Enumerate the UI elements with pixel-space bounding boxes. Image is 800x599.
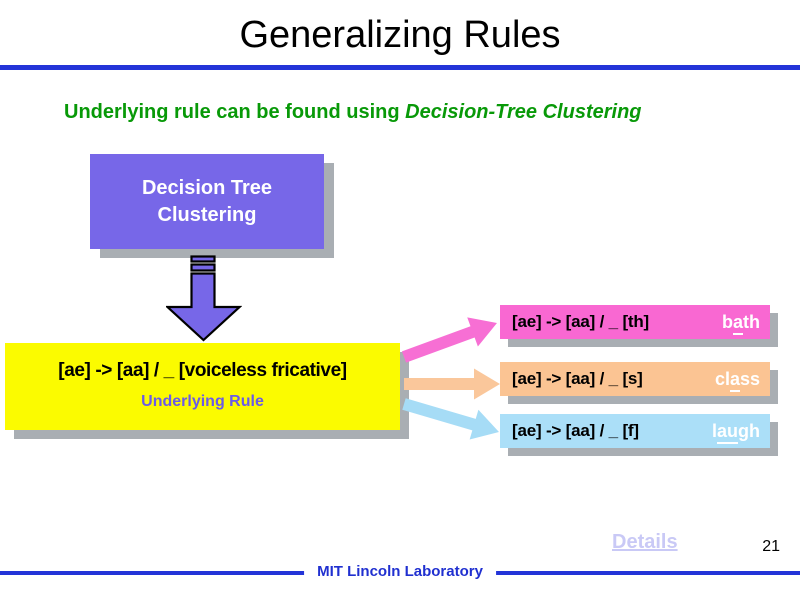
details-link[interactable]: Details xyxy=(612,531,678,553)
page-number: 21 xyxy=(762,538,780,555)
example-box-class: [ae] -> [aa] / _ [s] class xyxy=(500,362,770,396)
example-rule: [ae] -> [aa] / _ [f] xyxy=(512,421,639,440)
subtitle-emphasis: Decision-Tree Clustering xyxy=(405,101,642,123)
underlying-rule-text: [ae] -> [aa] / _ [voiceless fricative] xyxy=(58,360,347,381)
orange-arrow-icon xyxy=(404,368,500,400)
branch-arrows xyxy=(401,317,500,440)
decision-box-line2: Clustering xyxy=(157,203,257,226)
example-rule: [ae] -> [aa] / _ [s] xyxy=(512,369,643,388)
decision-box-line1: Decision Tree xyxy=(141,176,273,199)
page-title: Generalizing Rules xyxy=(239,14,561,56)
pink-arrow-icon xyxy=(401,317,497,363)
striped-down-arrow-icon xyxy=(166,255,242,342)
title-divider xyxy=(0,65,800,70)
underlined-vowel: au xyxy=(716,420,738,444)
decision-tree-box: Decision Tree Clustering xyxy=(90,154,324,249)
subtitle-text: Underlying rule can be found using xyxy=(64,101,406,123)
underlined-vowel: a xyxy=(732,311,743,335)
blue-arrow-icon xyxy=(402,398,499,440)
underlying-rule-box: [ae] -> [aa] / _ [voiceless fricative] U… xyxy=(5,343,400,430)
example-word: class xyxy=(715,368,760,392)
underlined-vowel: a xyxy=(729,368,740,392)
example-word: bath xyxy=(722,311,760,335)
example-rule: [ae] -> [aa] / _ [th] xyxy=(512,312,650,331)
subtitle: Underlying rule can be found using Decis… xyxy=(64,101,642,124)
footer-label: MIT Lincoln Laboratory xyxy=(304,563,496,580)
underlying-rule-caption: Underlying Rule xyxy=(141,393,264,410)
example-box-laugh: [ae] -> [aa] / _ [f] laugh xyxy=(500,414,770,448)
example-word: laugh xyxy=(712,420,760,444)
example-box-bath: [ae] -> [aa] / _ [th] bath xyxy=(500,305,770,339)
